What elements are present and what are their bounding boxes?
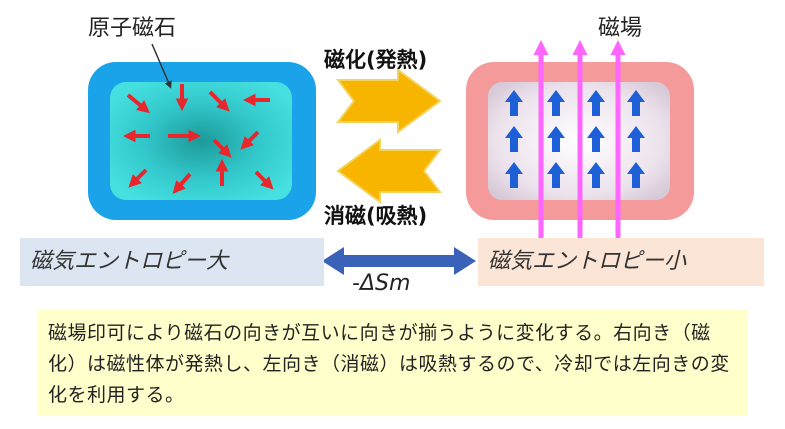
spin-arrow-blue [587,162,605,188]
spin-arrow-red [208,90,230,112]
entropy-double-arrow [322,247,476,275]
spin-arrow-blue [505,90,523,116]
magnetic-field-lines [533,40,626,238]
spin-arrow-blue [547,162,565,188]
spin-arrow-blue [587,90,605,116]
spin-arrow-blue [627,126,645,152]
spin-arrow-blue [547,126,565,152]
spin-arrow-blue [587,126,605,152]
spin-arrow-blue [505,162,523,188]
spin-arrow-blue [627,90,645,116]
spin-arrow-red [172,172,192,194]
random-spin-arrows [122,84,274,194]
description-note: 磁場印可により磁石の向きが互いに向きが揃うように変化する。右向き（磁化）は磁性体… [38,310,748,416]
spin-arrow-blue [627,162,645,188]
spin-arrow-red [126,93,150,114]
disordered-block [88,62,316,220]
delta-s-label: -ΔSm [352,271,411,296]
demagnetization-label: 消磁(吸熱) [324,204,428,228]
atomic-magnet-label: 原子磁石 [88,16,177,41]
entropy-large-box: 磁気エントロピー大 [20,238,324,286]
spin-arrow-red [128,168,148,188]
spin-arrow-red [240,130,260,150]
magnetization-arrow [335,68,442,134]
spin-arrow-blue [547,90,565,116]
spin-arrow-blue [505,126,523,152]
spin-arrow-red [212,138,232,158]
demagnetization-arrow [336,138,443,204]
magnetization-label: 磁化(発熱) [324,48,428,72]
atomic-magnet-leader [151,43,172,89]
entropy-small-box: 磁気エントロピー小 [478,238,764,286]
spin-arrow-red [254,170,274,190]
magnetic-field-label: 磁場 [598,16,643,41]
aligned-spin-arrows [505,90,645,188]
